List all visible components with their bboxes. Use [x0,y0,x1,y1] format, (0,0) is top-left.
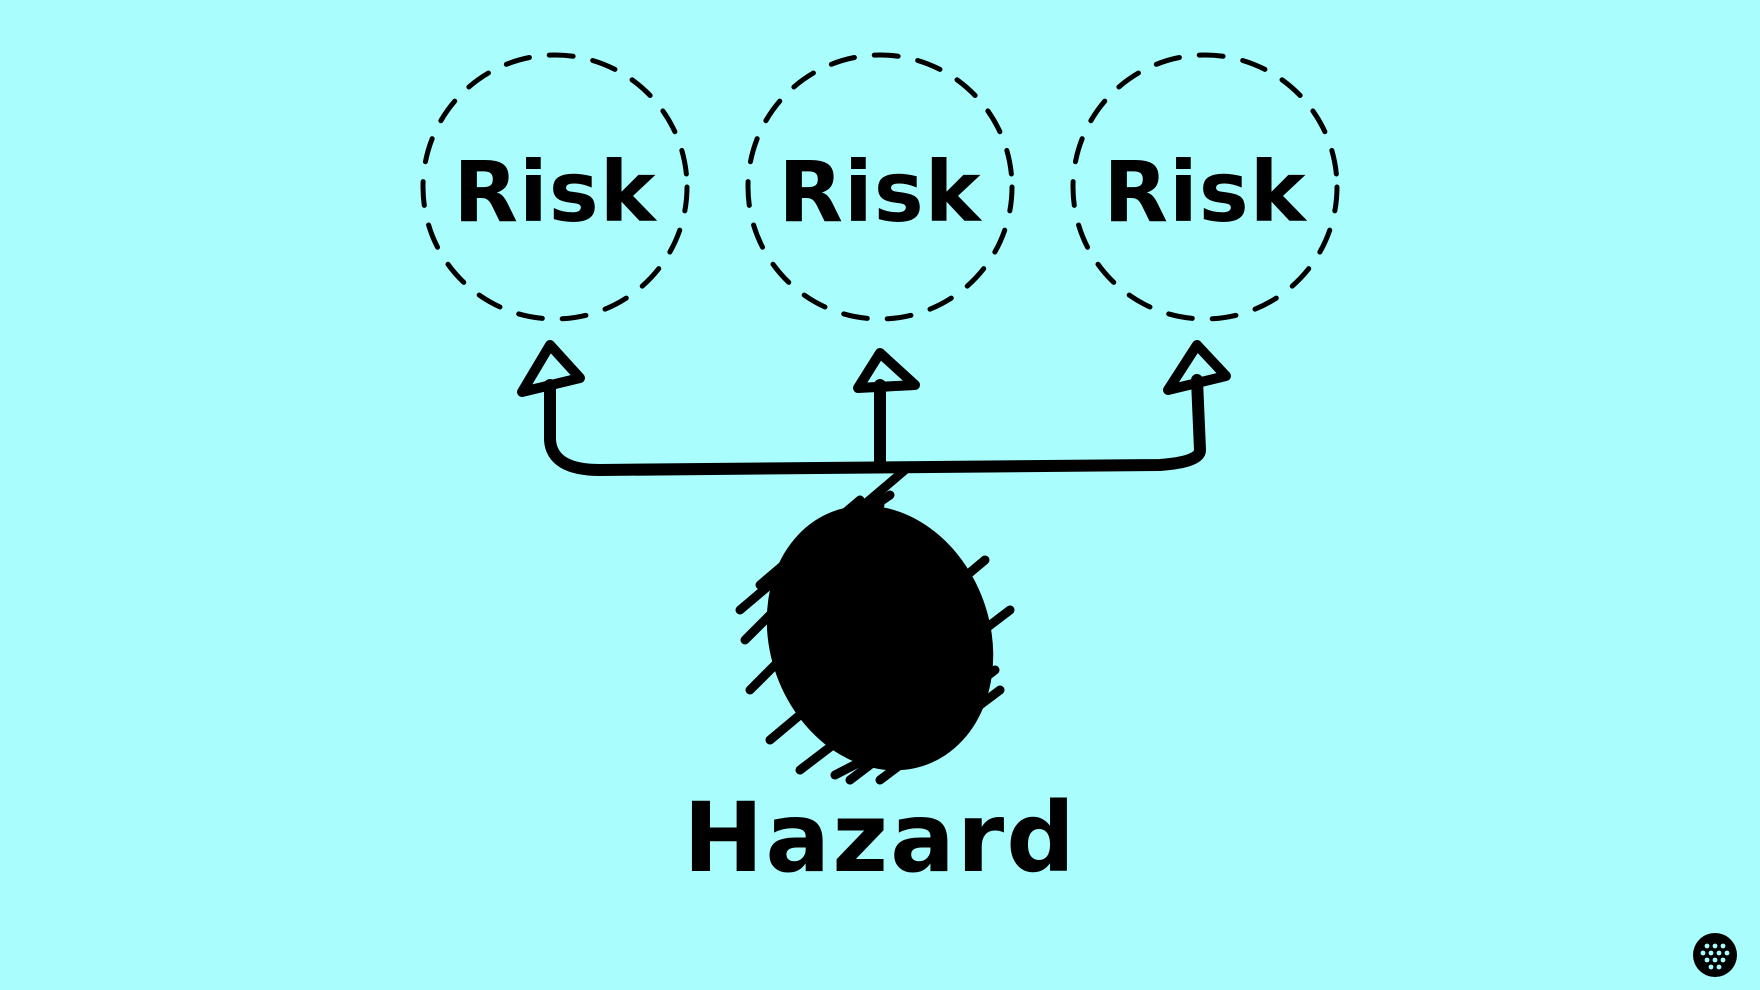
dotted-circle-logo-icon [1693,933,1737,977]
risk-label-2: Risk [778,143,982,241]
hazard-label: Hazard [683,782,1077,894]
risk-circle-1 [420,52,690,322]
risk-label-3: Risk [1103,143,1307,241]
arrowhead-2 [853,348,920,393]
risk-label-1: Risk [453,143,657,241]
connector-bracket [544,374,1206,476]
risk-circle-2 [745,52,1015,322]
arrowhead-3 [1163,340,1231,395]
risk-circle-3 [1070,52,1340,322]
arrowhead-1 [517,340,585,397]
hazard-scribble [735,465,1015,785]
